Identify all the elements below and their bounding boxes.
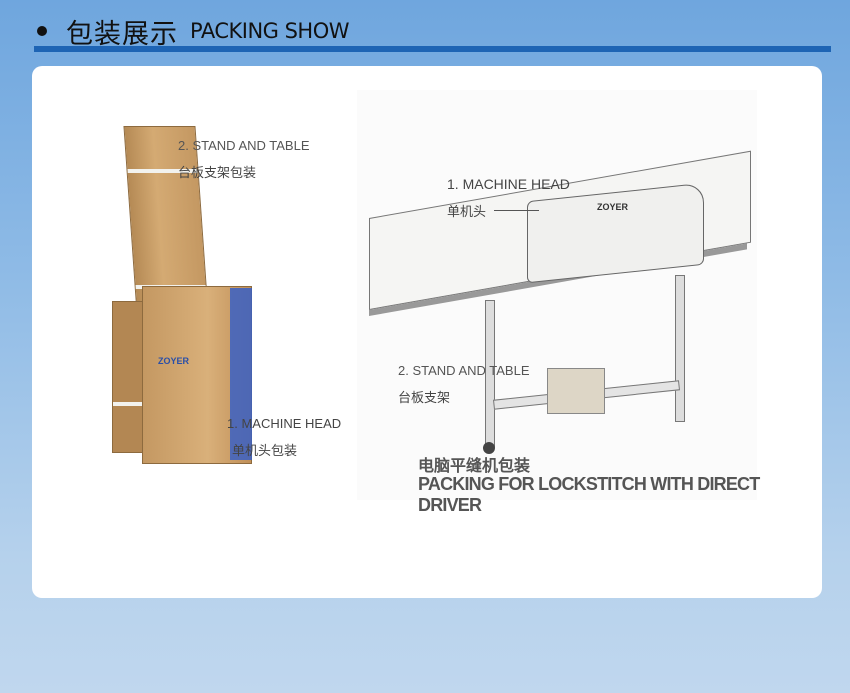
- leader-line: [494, 210, 539, 211]
- box-brand-logo: ZOYER: [158, 356, 190, 366]
- table-leg: [675, 275, 685, 422]
- title-underline: [34, 46, 831, 52]
- label-machine-head-en: 1. MACHINE HEAD: [227, 416, 342, 431]
- label-stand-table-en: 2. STAND AND TABLE: [178, 138, 310, 153]
- section-header: 包装展示 PACKING SHOW: [34, 10, 831, 50]
- sewing-machine-drawing: ZOYER: [357, 90, 757, 500]
- caster-wheel: [483, 442, 495, 454]
- foot-pedal: [547, 368, 605, 414]
- label-machine-head-cn: 单机头: [447, 205, 487, 220]
- caption-cn: 电脑平缝机包装: [418, 456, 531, 475]
- packed-boxes-photo: ZOYER: [112, 126, 262, 471]
- section-title-cn: 包装展示: [66, 19, 178, 50]
- machine-head: [527, 182, 704, 284]
- machine-brand-logo: ZOYER: [597, 202, 629, 212]
- label-stand-table-cn: 台板支架包装: [178, 166, 257, 181]
- box-blue-print: [230, 288, 252, 460]
- section-title-en: PACKING SHOW: [190, 19, 350, 43]
- bullet-icon: [37, 26, 47, 36]
- label-machine-head-cn: 单机头包装: [232, 444, 298, 459]
- label-stand-table-en: 2. STAND AND TABLE: [398, 363, 530, 378]
- strap: [113, 402, 153, 406]
- label-stand-table-cn: 台板支架: [398, 391, 451, 406]
- packing-card: ZOYER 2. STAND AND TABLE 台板支架包装 1. MACHI…: [32, 66, 822, 598]
- caption-en: PACKING FOR LOCKSTITCH WITH DIRECT DRIVE…: [418, 474, 760, 515]
- label-machine-head-en: 1. MACHINE HEAD: [447, 176, 570, 192]
